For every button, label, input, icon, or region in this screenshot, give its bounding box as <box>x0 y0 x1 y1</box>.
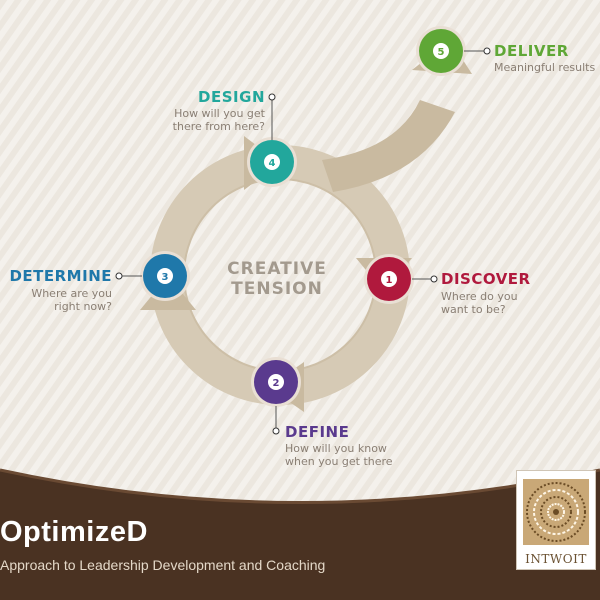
step-5-dot <box>483 47 491 55</box>
deliver-arrow-body <box>322 100 455 192</box>
step-1-line2: want to be? <box>441 303 506 316</box>
logo-text: INTWOIT <box>525 552 587 566</box>
step-4-line1: How will you get <box>174 107 266 120</box>
step-4-number: 4 <box>269 158 276 169</box>
step-2-title: DEFINE <box>285 423 349 441</box>
step-2-dot <box>272 427 280 435</box>
step-1-dot <box>430 275 438 283</box>
step-4-badge <box>264 154 280 170</box>
step-3-line2: right now? <box>54 300 112 313</box>
step-design[interactable]: 4 DESIGN How will you get there from her… <box>173 88 297 187</box>
step-3-title: DETERMINE <box>9 267 112 285</box>
spiral-seal-icon <box>523 479 589 545</box>
step-5-number: 5 <box>438 47 445 58</box>
step-4-dot <box>268 93 276 101</box>
step-1-number: 1 <box>386 275 393 286</box>
step-3-dot <box>115 272 123 280</box>
step-determine[interactable]: 3 DETERMINE Where are you right now? <box>9 251 190 313</box>
step-5-title: DELIVER <box>494 42 569 60</box>
step-1-title: DISCOVER <box>441 270 531 288</box>
step-2-badge <box>268 374 284 390</box>
step-5-line1: Meaningful results <box>494 61 595 74</box>
step-3-number: 3 <box>162 272 169 283</box>
brand-title: OptimizeD <box>0 516 148 548</box>
brand-subtitle: Approach to Leadership Development and C… <box>0 557 326 573</box>
step-define[interactable]: 2 DEFINE How will you know when you get … <box>251 357 393 468</box>
step-1-badge <box>381 271 397 287</box>
center-title-line1: CREATIVE <box>227 259 327 279</box>
step-discover[interactable]: 1 DISCOVER Where do you want to be? <box>364 254 531 316</box>
intwoit-logo: INTWOIT <box>516 470 596 570</box>
step-5-badge <box>433 43 449 59</box>
step-2-line2: when you get there <box>285 455 393 468</box>
step-1-line1: Where do you <box>441 290 518 303</box>
step-4-title: DESIGN <box>198 88 265 106</box>
step-3-badge <box>157 268 173 284</box>
footer-band <box>0 470 600 600</box>
step-3-line1: Where are you <box>31 287 112 300</box>
step-2-line1: How will you know <box>285 442 387 455</box>
step-2-number: 2 <box>273 378 280 389</box>
step-4-line2: there from here? <box>173 120 265 133</box>
step-deliver[interactable]: 5 DELIVER Meaningful results <box>416 26 595 76</box>
center-title-line2: TENSION <box>231 279 323 299</box>
